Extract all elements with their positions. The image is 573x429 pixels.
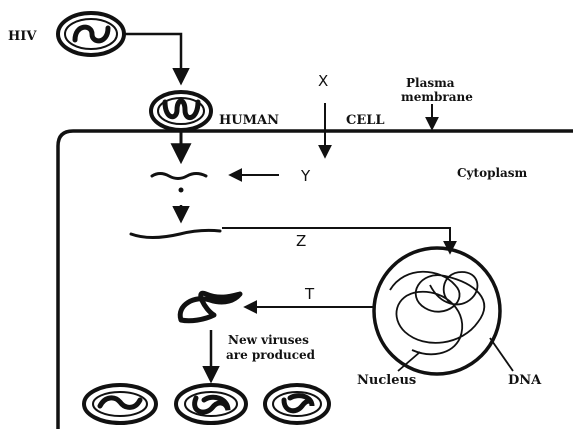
nuclear-dna-tangle (390, 272, 484, 354)
z-label: Z (296, 232, 306, 250)
cell-label: CELL (346, 113, 385, 128)
new-viruses-label-line1: New viruses (228, 333, 309, 347)
new-virus-1 (84, 385, 156, 423)
hiv-virus (58, 13, 124, 55)
plasma-membrane-label-line2: membrane (401, 90, 473, 104)
dna-pointer (490, 338, 513, 371)
new-viruses-label-line2: are produced (226, 348, 316, 362)
hiv-label: HIV (8, 29, 37, 44)
viral-dna-strand (131, 230, 220, 237)
t-label: T (304, 285, 315, 303)
docked-virus (151, 92, 211, 130)
nucleus-label: Nucleus (357, 373, 416, 388)
nucleus (374, 248, 500, 374)
strand-dot (179, 188, 184, 193)
cytoplasm-label: Cytoplasm (457, 166, 528, 180)
x-label: X (318, 72, 328, 90)
z-connector (222, 228, 450, 252)
y-label: Y (300, 167, 311, 185)
human-label: HUMAN (219, 113, 279, 128)
new-virus-2 (176, 385, 246, 423)
new-virus-3 (265, 385, 329, 423)
hiv-to-membrane-connector (124, 34, 181, 82)
dna-label: DNA (508, 373, 542, 388)
viral-rna-coil (180, 293, 240, 321)
plasma-membrane-label-line1: Plasma (406, 76, 455, 90)
rna-strand (152, 174, 206, 179)
